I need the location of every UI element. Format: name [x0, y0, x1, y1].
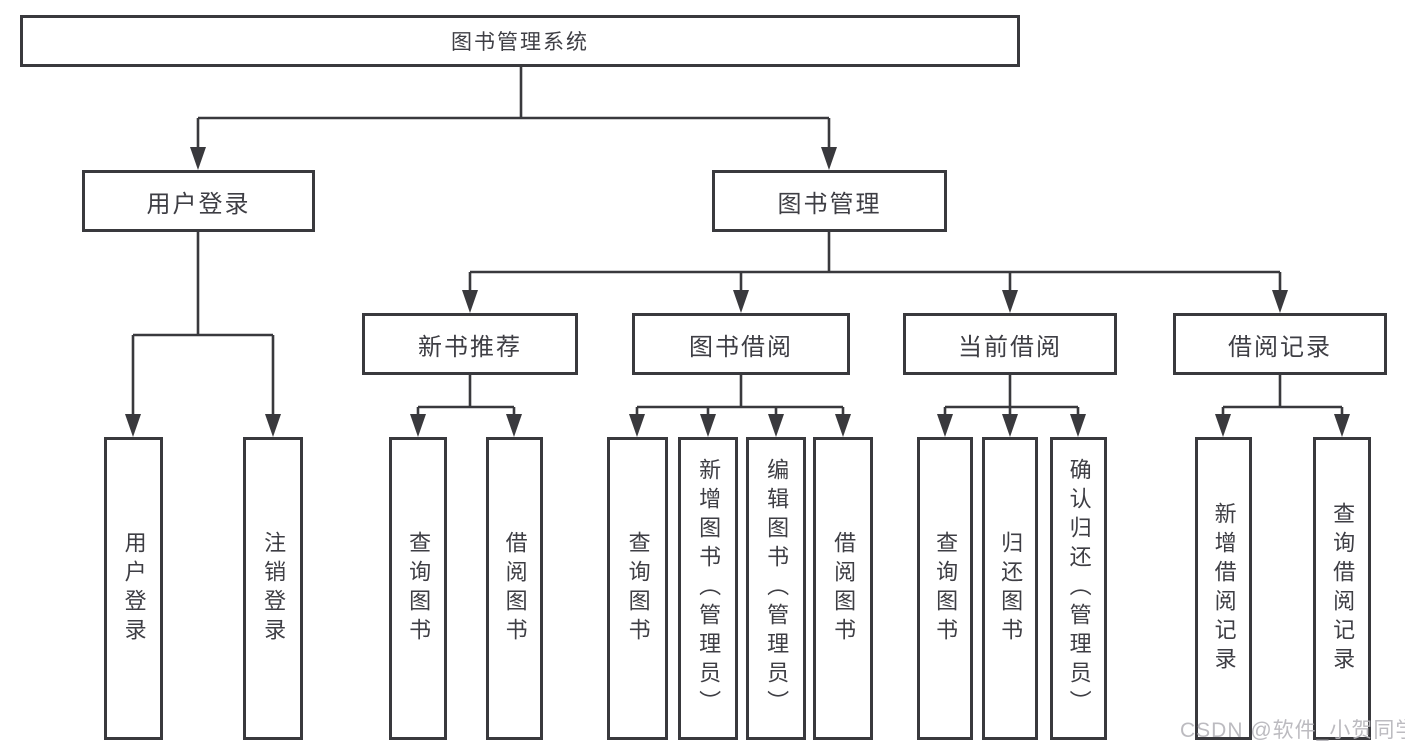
leaf-edit-books-admin: 编辑图书（管理员） [746, 437, 806, 740]
leaf-return-books: 归还图书 [982, 437, 1038, 740]
node-borrowing-records: 借阅记录 [1173, 313, 1387, 375]
node-new-book-recommend: 新书推荐 [362, 313, 578, 375]
node-user-login: 用户登录 [82, 170, 315, 232]
node-book-borrowing: 图书借阅 [632, 313, 850, 375]
node-root: 图书管理系统 [20, 15, 1020, 67]
arrowheads [125, 147, 1350, 437]
leaf-borrow-books-borrowing: 借阅图书 [813, 437, 873, 740]
node-current-borrowing: 当前借阅 [903, 313, 1117, 375]
leaf-query-borrow-record: 查询借阅记录 [1313, 437, 1371, 740]
leaf-user-login: 用户登录 [104, 437, 163, 740]
leaf-borrow-books-recommend: 借阅图书 [486, 437, 543, 740]
leaf-add-borrow-record: 新增借阅记录 [1195, 437, 1252, 740]
leaf-add-books-admin: 新增图书（管理员） [678, 437, 738, 740]
leaf-query-books-borrowing: 查询图书 [607, 437, 668, 740]
leaf-confirm-return-admin: 确认归还（管理员） [1050, 437, 1107, 740]
leaf-logout: 注销登录 [243, 437, 303, 740]
node-book-management: 图书管理 [712, 170, 947, 232]
watermark: CSDN @软件_小贺同学 [1180, 719, 1405, 742]
leaf-query-books-current: 查询图书 [917, 437, 973, 740]
leaf-query-books-recommend: 查询图书 [389, 437, 447, 740]
